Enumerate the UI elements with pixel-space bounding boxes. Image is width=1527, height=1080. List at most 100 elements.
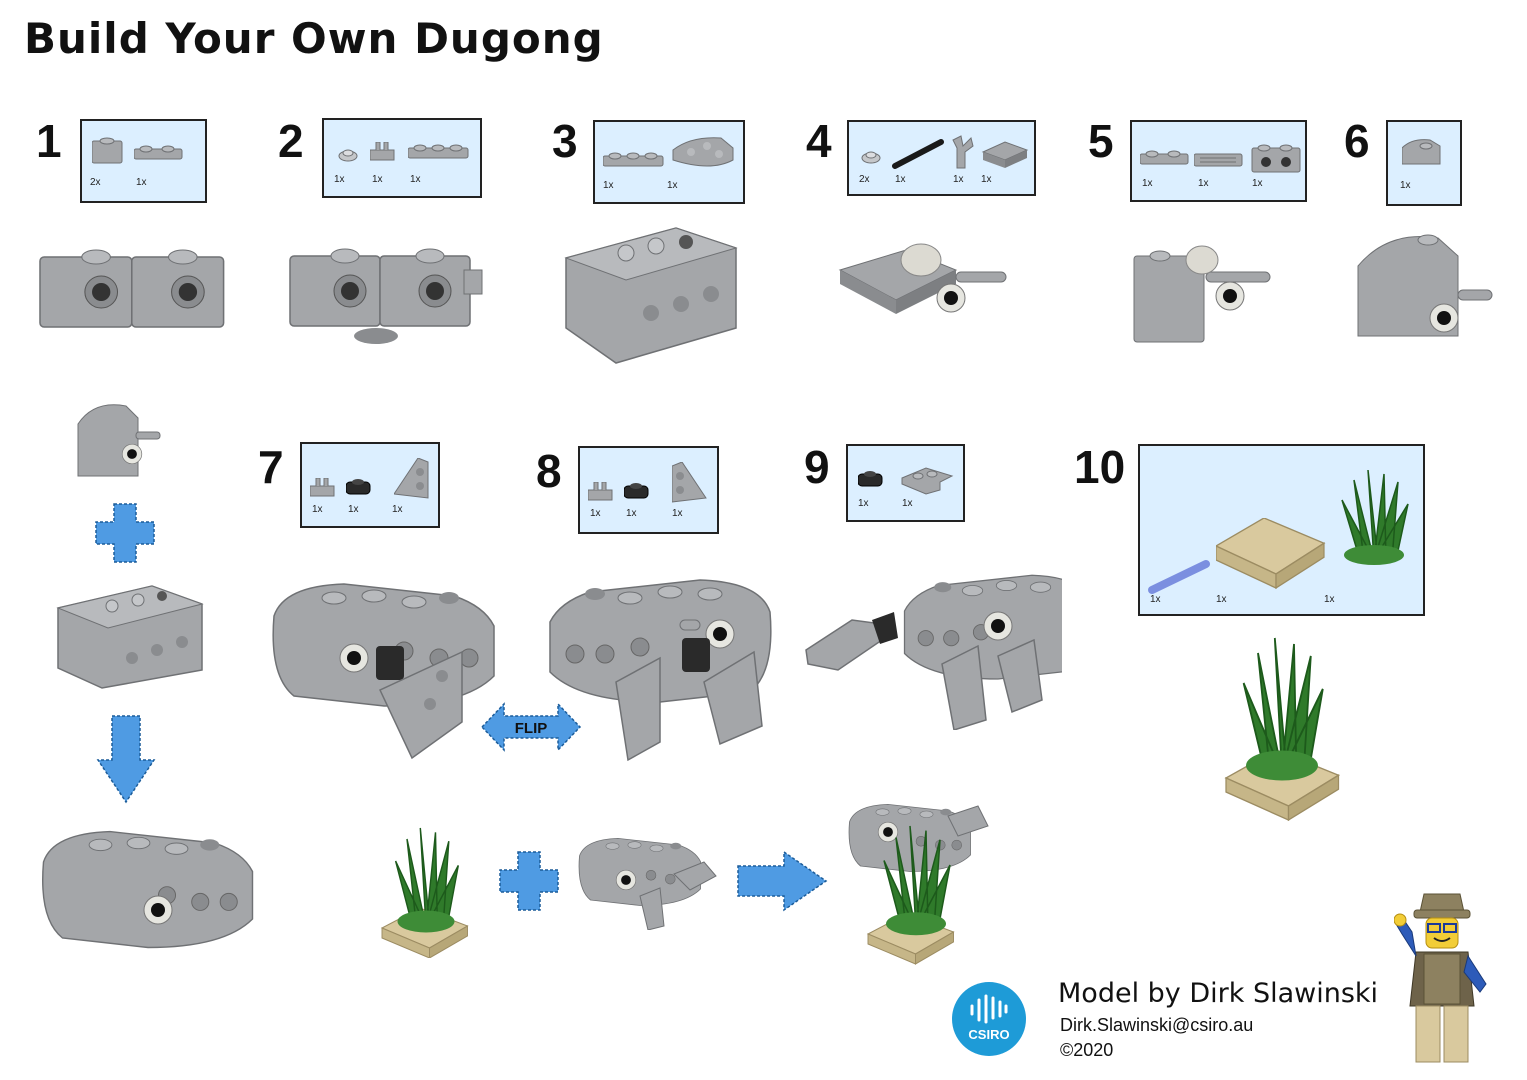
step-number-1: 1 (36, 115, 62, 167)
parts-box-step-8: 1x 1x 1x (578, 446, 719, 534)
qty-label: 1x (1400, 180, 1411, 191)
step-4-assembly-render (838, 243, 1007, 314)
qty-label: 1x (1198, 178, 1209, 189)
part-round-tile-icon (861, 151, 881, 164)
parts-box-step-6: 1x (1386, 120, 1462, 206)
parts-box-step-7: 1x 1x 1x (300, 442, 440, 528)
step-number-7: 7 (258, 441, 284, 493)
part-plate-1x2-icon (1140, 150, 1189, 165)
minifigure-render (1394, 893, 1487, 1063)
qty-label: 1x (895, 174, 906, 185)
part-clip-plate-icon (981, 141, 1029, 168)
qty-label: 1x (1324, 594, 1335, 605)
head-subassembly-small-render (77, 404, 161, 477)
qty-label: 1x (348, 504, 359, 515)
csiro-logo: CSIRO (952, 982, 1026, 1056)
parts-box-step-3: 1x 1x (593, 120, 745, 204)
step-2-assembly-render (289, 248, 483, 344)
part-black-clip-icon (624, 482, 649, 499)
part-blue-bar-icon (1148, 560, 1210, 594)
part-round-plate-icon (338, 149, 358, 162)
credit-author: Model by Dirk Slawinski (1058, 978, 1379, 1009)
step-number-4: 4 (806, 115, 832, 167)
part-slope-icon (1402, 139, 1441, 165)
step-number-10: 10 (1074, 441, 1126, 493)
part-black-clip-icon (346, 478, 371, 495)
qty-label: 1x (858, 498, 869, 509)
part-plant-icon (1341, 470, 1409, 566)
qty-label: 1x (410, 174, 421, 185)
qty-label: 1x (902, 498, 913, 509)
qty-label: 1x (334, 174, 345, 185)
parts-box-step-5: 1x 1x 1x (1130, 120, 1307, 202)
qty-label: 2x (90, 177, 101, 188)
dugong-render (578, 837, 717, 930)
plus-icon (95, 503, 155, 563)
part-plate-1x3-icon (603, 152, 664, 167)
page-title: Build Your Own Dugong (24, 14, 604, 63)
step-number-9: 9 (804, 441, 830, 493)
qty-label: 1x (392, 504, 403, 515)
part-clip-plate-icon (370, 142, 395, 161)
step-5-assembly-render (1133, 245, 1271, 343)
qty-label: 2x (859, 174, 870, 185)
step-3-assembly-render (564, 227, 738, 364)
arrow-down-icon (96, 715, 156, 804)
parts-box-step-1: 2x 1x (80, 119, 207, 203)
credit-email[interactable]: Dirk.Slawinski@csiro.au (1060, 1015, 1254, 1035)
part-black-clip-icon (858, 470, 883, 487)
logo-signal-icon (970, 994, 1008, 1024)
part-clip-plate-icon (588, 482, 613, 501)
step-8-assembly-render (549, 579, 772, 762)
qty-label: 1x (312, 504, 323, 515)
part-tile-grille-icon (1194, 153, 1243, 167)
flip-arrow-icon[interactable]: FLIP (480, 702, 582, 752)
step-number-6: 6 (1344, 115, 1370, 167)
qty-label: 1x (372, 174, 383, 185)
part-bar-holder-icon (952, 135, 974, 169)
part-plate-1x3-icon (408, 144, 469, 159)
part-clip-plate-icon (310, 478, 335, 497)
qty-label: 1x (953, 174, 964, 185)
arrow-right-icon (737, 850, 828, 912)
parts-box-step-4: 2x 1x 1x 1x (847, 120, 1036, 196)
part-wedge-plate-icon (672, 462, 707, 503)
step-10-assembly-render (1225, 636, 1340, 821)
qty-label: 1x (626, 508, 637, 519)
qty-label: 1x (672, 508, 683, 519)
parts-box-step-2: 1x 1x 1x (322, 118, 482, 198)
part-brick-side-studs-icon (1251, 144, 1301, 173)
qty-label: 1x (590, 508, 601, 519)
step-1-assembly-render (39, 249, 225, 328)
logo-text: CSIRO (968, 1027, 1010, 1042)
step-number-5: 5 (1088, 115, 1114, 167)
part-wing-plate-icon (672, 137, 734, 167)
step-number-8: 8 (536, 445, 562, 497)
qty-label: 1x (981, 174, 992, 185)
qty-label: 1x (1216, 594, 1227, 605)
step-9-assembly-render (805, 574, 1062, 730)
step-6-assembly-render (1357, 234, 1493, 337)
part-plate-1x2-icon (134, 145, 183, 160)
final-dugong-with-seagrass-render (848, 803, 989, 965)
parts-box-step-10: 1x 1x 1x (1138, 444, 1425, 616)
part-tan-plate-4x4-icon (1216, 518, 1325, 589)
part-wedge-plate-icon (394, 458, 429, 499)
part-corner-plate-icon (901, 467, 954, 495)
parts-box-step-9: 1x 1x (846, 444, 965, 522)
qty-label: 1x (1252, 178, 1263, 189)
step-7-assembly-render (272, 583, 495, 760)
seagrass-render (381, 827, 468, 958)
plus-icon (499, 851, 559, 911)
step-number-2: 2 (278, 115, 304, 167)
qty-label: 1x (603, 180, 614, 191)
part-black-bar-icon (892, 139, 944, 169)
step-number-3: 3 (552, 115, 578, 167)
qty-label: 1x (1150, 594, 1161, 605)
qty-label: 1x (667, 180, 678, 191)
qty-label: 1x (136, 177, 147, 188)
flip-label: FLIP (515, 720, 548, 737)
qty-label: 1x (1142, 178, 1153, 189)
credit-copyright: ©2020 (1060, 1040, 1114, 1060)
combined-head-body-render (41, 830, 254, 949)
